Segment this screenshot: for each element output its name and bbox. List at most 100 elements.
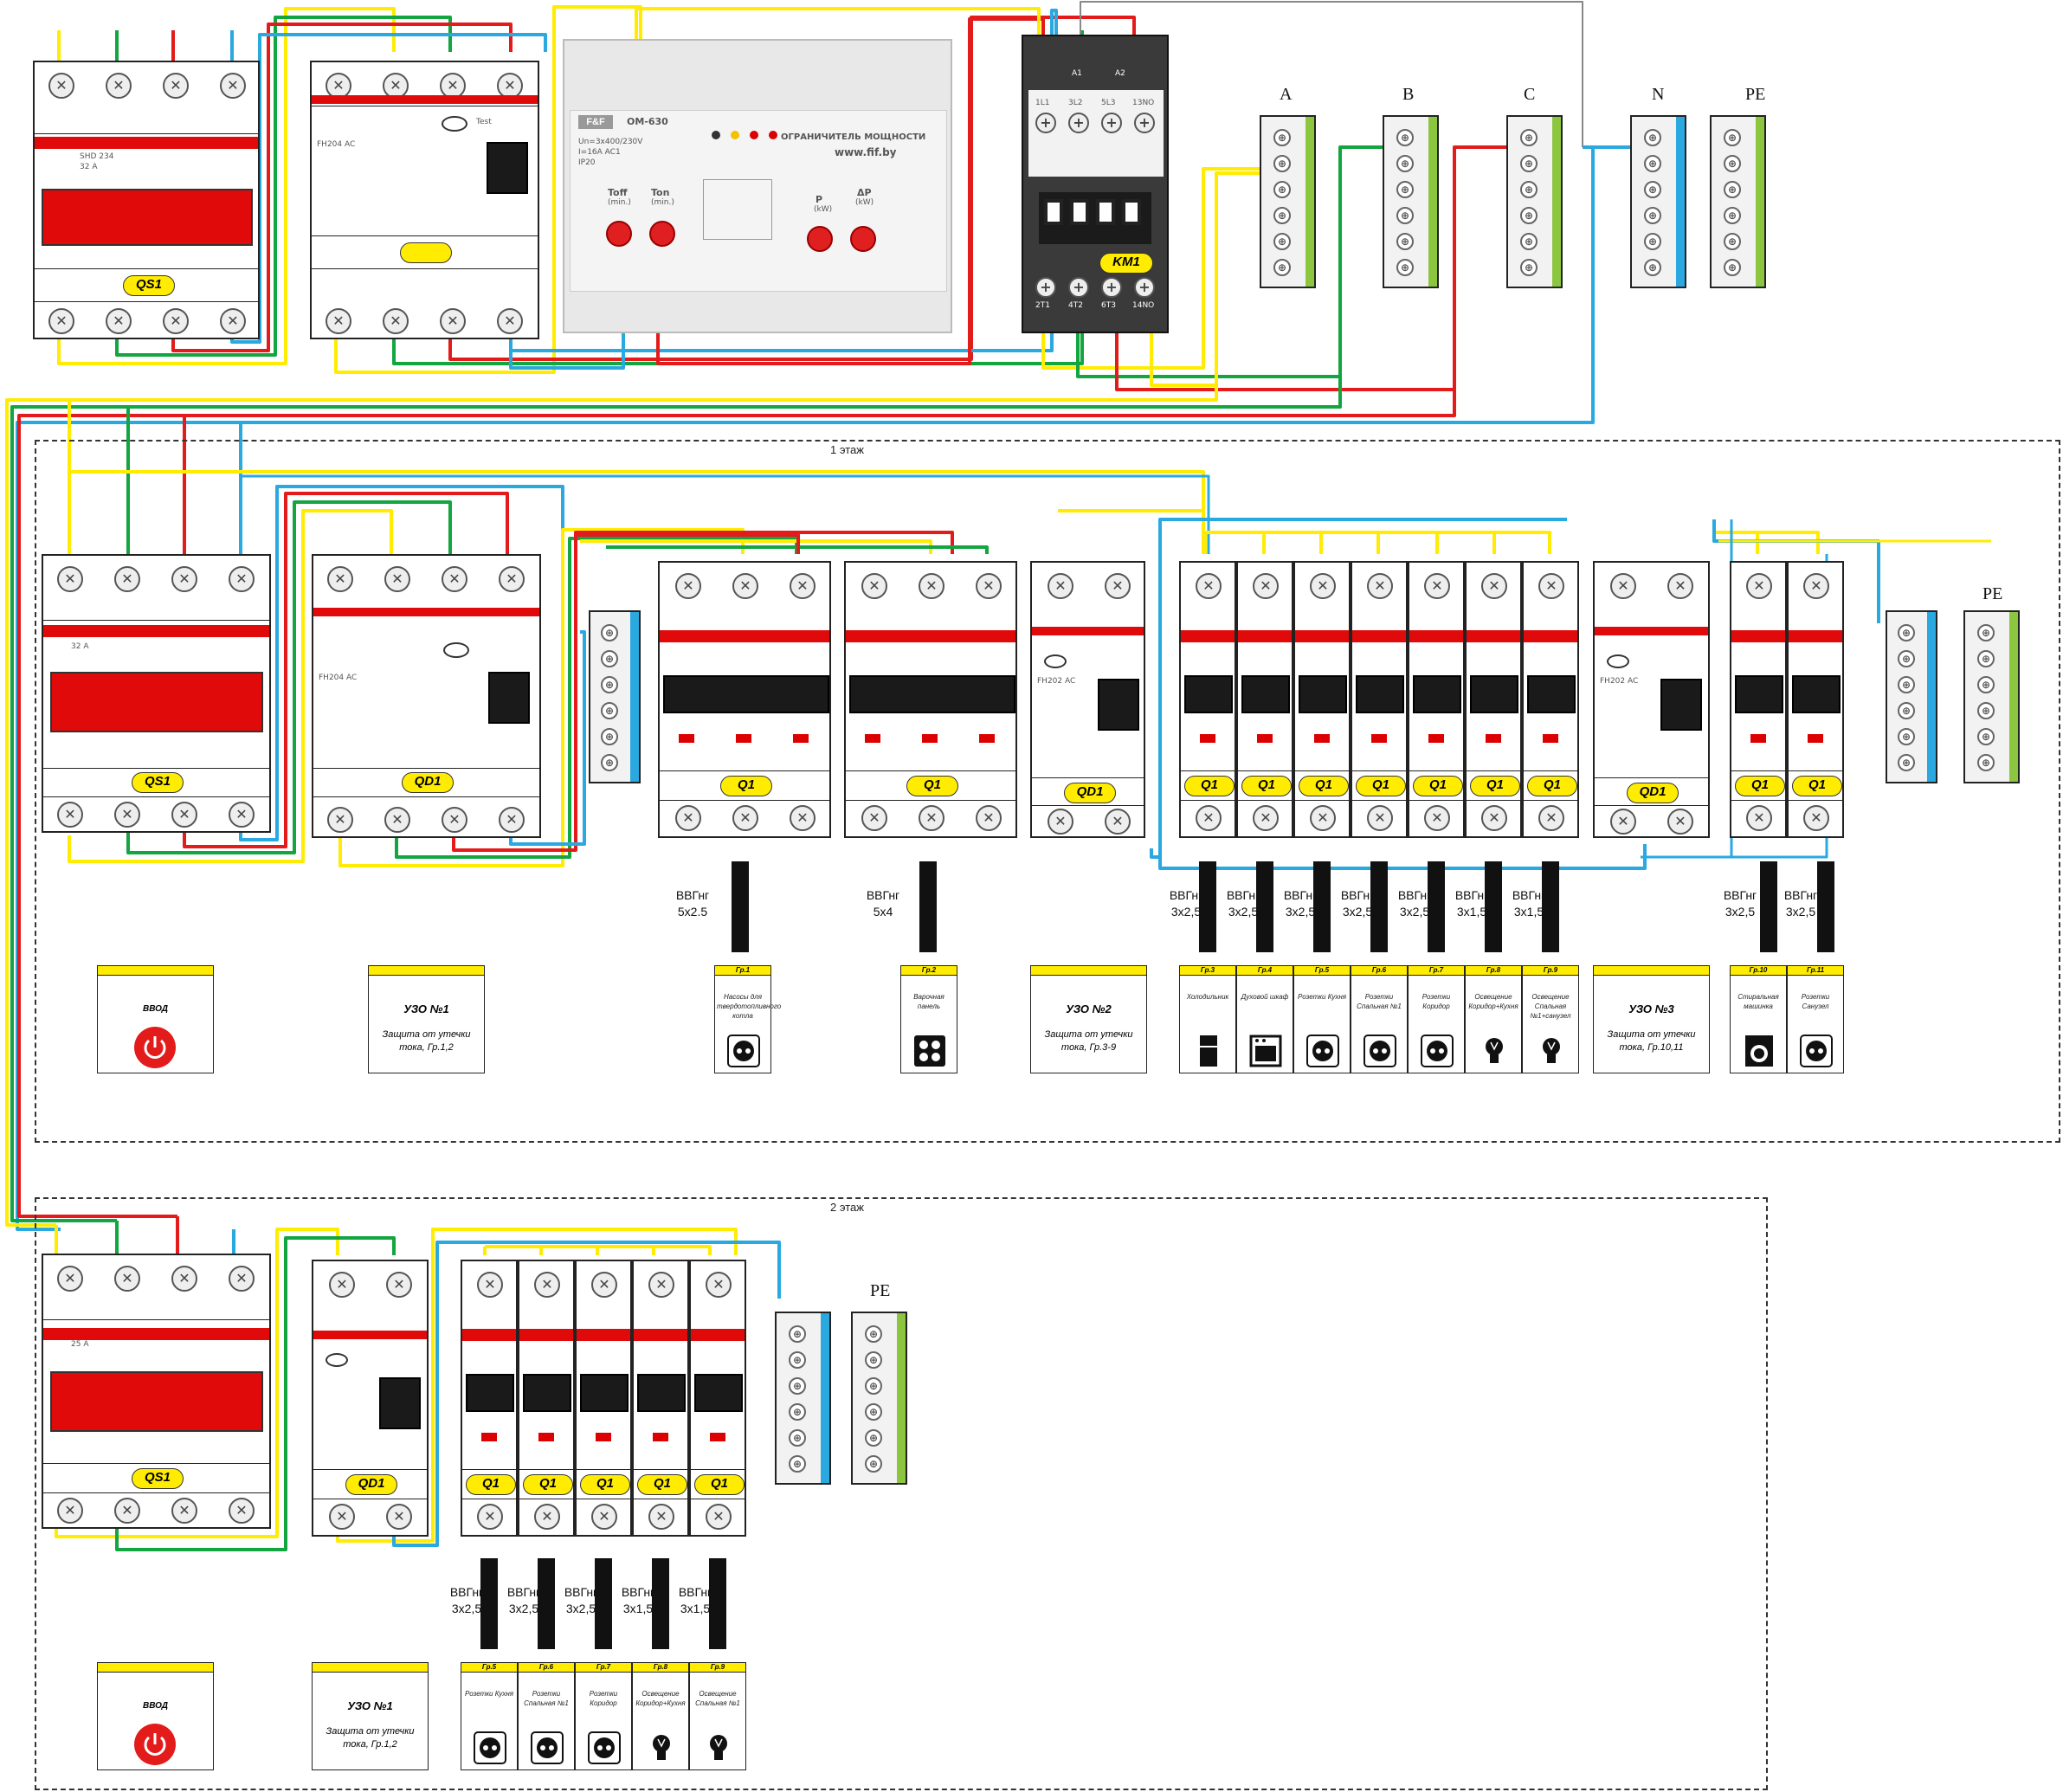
single-pole-breaker[interactable]: ✕ Q1 ✕ xyxy=(1179,561,1236,838)
single-pole-breaker[interactable]: ✕ Q1 ✕ xyxy=(1787,561,1844,838)
floor1-q1-3p-group2[interactable]: ✕ ✕ ✕ Q1 ✕ ✕ ✕ xyxy=(844,561,1017,838)
contactor-km1[interactable]: A1 A2 1L1 3L2 5L3 13NO + + + + KM1 + + +… xyxy=(1022,35,1169,333)
q1-tag: Q1 xyxy=(906,776,958,796)
terminal-screw: ✕ xyxy=(163,73,189,99)
single-pole-breaker[interactable]: ✕ Q1 ✕ xyxy=(518,1260,575,1537)
rcd-handle[interactable] xyxy=(487,142,528,194)
floor2-qs1-switch[interactable]: ✕ ✕ ✕ ✕ 25 A QS1 ✕ ✕ ✕ ✕ xyxy=(42,1254,271,1529)
floor2-qd1-rcd[interactable]: ✕ ✕ QD1 ✕ ✕ xyxy=(312,1260,429,1537)
qd1-tag: QD1 xyxy=(1064,783,1116,803)
rcd-handle[interactable] xyxy=(1098,679,1139,731)
power-limiter-relay[interactable]: F&F OM-630 ОГРАНИЧИТЕЛЬ МОЩНОСТИ www.fif… xyxy=(563,39,952,333)
terminal-screw: ✕ xyxy=(499,566,525,592)
led-icon xyxy=(731,131,739,139)
group-card: Гр.9 Освещение Спальная №1+санузел xyxy=(1522,965,1579,1073)
rcd-handle[interactable] xyxy=(488,672,530,724)
breaker-handle[interactable] xyxy=(466,1374,514,1412)
single-pole-breaker[interactable]: ✕ Q1 ✕ xyxy=(461,1260,518,1537)
floor1-qd1-rcd3[interactable]: ✕ ✕ FH202 AC QD1 ✕ ✕ xyxy=(1593,561,1710,838)
rcd-handle[interactable] xyxy=(379,1377,421,1429)
single-pole-breaker[interactable]: ✕ Q1 ✕ xyxy=(1236,561,1293,838)
contactor-terminal-label: 1L1 xyxy=(1035,99,1050,107)
cable-label: ВВГнг 3x2,5 xyxy=(506,1585,541,1615)
floor1-qd1-rcd2[interactable]: ✕ ✕ FH202 AC QD1 ✕ ✕ xyxy=(1030,561,1145,838)
breaker-handle[interactable] xyxy=(637,1374,686,1412)
test-button-icon[interactable] xyxy=(1044,654,1067,668)
terminal-screw: ✕ xyxy=(648,1272,674,1298)
relay-brand: F&F xyxy=(578,115,613,129)
single-pole-breaker[interactable]: ✕ Q1 ✕ xyxy=(1522,561,1579,838)
rcd-handle[interactable] xyxy=(1660,679,1702,731)
breaker-handle[interactable] xyxy=(580,1374,629,1412)
test-button-icon[interactable] xyxy=(326,1353,348,1367)
breaker-handle[interactable] xyxy=(523,1374,571,1412)
q1-handle[interactable] xyxy=(663,675,829,713)
breaker-handle[interactable] xyxy=(1735,675,1783,713)
floor1-q1-3p-group1[interactable]: ✕ ✕ ✕ Q1 ✕ ✕ ✕ xyxy=(658,561,831,838)
breaker-handle[interactable] xyxy=(1413,675,1461,713)
single-pole-breaker[interactable]: ✕ Q1 ✕ xyxy=(575,1260,632,1537)
knob-p-icon[interactable] xyxy=(807,226,833,252)
floor1-n-bus-right: ⊕⊕ ⊕⊕ ⊕⊕ xyxy=(1886,610,1937,783)
top-rcd[interactable]: ✕ ✕ ✕ ✕ FH204 AC Test ✕ ✕ ✕ ✕ xyxy=(310,61,539,339)
floor1-qs1-switch[interactable]: ✕ ✕ ✕ ✕ 32 A QS1 ✕ ✕ ✕ ✕ xyxy=(42,554,271,833)
floor1-uzo3-card: УЗО №3 Защита от утечки тока, Гр.10,11 xyxy=(1593,965,1710,1073)
breaker-handle[interactable] xyxy=(1356,675,1404,713)
knob-dp-icon[interactable] xyxy=(850,226,876,252)
single-pole-breaker[interactable]: ✕ Q1 ✕ xyxy=(1465,561,1522,838)
terminal-screw: ✕ xyxy=(114,566,140,592)
rcd-model: FH204 AC xyxy=(319,674,358,682)
cable-label: ВВГнг 3x2,5 xyxy=(449,1585,484,1615)
single-pole-breaker[interactable]: ✕ Q1 ✕ xyxy=(1293,561,1351,838)
breaker-handle[interactable] xyxy=(1241,675,1290,713)
qs1-handle[interactable] xyxy=(50,1371,263,1432)
group-card: Гр.7 Розетки Коридор xyxy=(1408,965,1465,1073)
breaker-handle[interactable] xyxy=(1184,675,1233,713)
indicator-icon xyxy=(481,1433,497,1441)
bulb-icon xyxy=(701,1731,736,1765)
terminal-screw: + xyxy=(1134,277,1155,298)
terminal-screw: ✕ xyxy=(675,805,701,831)
top-qs1-switch[interactable]: ✕ ✕ ✕ ✕ SHD 234 32 A QS1 ✕ ✕ ✕ ✕ xyxy=(33,61,260,339)
terminal-screw: ✕ xyxy=(329,1272,355,1298)
terminal-screw: ✕ xyxy=(220,308,246,334)
indicator-icon xyxy=(979,734,995,743)
single-pole-breaker[interactable]: ✕ Q1 ✕ xyxy=(632,1260,689,1537)
group-card: Гр.6 Розетки Спальная №1 xyxy=(1351,965,1408,1073)
indicator-icon xyxy=(596,1433,611,1441)
terminal-screw: ✕ xyxy=(1803,573,1829,599)
knob-unit: (kW) xyxy=(814,205,833,214)
knob-ton-icon[interactable] xyxy=(649,221,675,247)
terminal-screw: + xyxy=(1068,277,1089,298)
qs1-handle[interactable] xyxy=(42,189,253,246)
breaker-handle[interactable] xyxy=(1792,675,1841,713)
terminal-screw: ✕ xyxy=(1424,573,1450,599)
bulb-icon xyxy=(644,1731,679,1765)
indicator-icon xyxy=(710,1433,725,1441)
qs1-handle[interactable] xyxy=(50,672,263,732)
breaker-handle[interactable] xyxy=(694,1374,743,1412)
terminal-screw: ✕ xyxy=(1803,805,1829,831)
terminal-screw: ✕ xyxy=(329,1504,355,1530)
test-button-icon[interactable] xyxy=(442,116,467,132)
breaker-handle[interactable] xyxy=(1470,675,1518,713)
bus-a-label: A xyxy=(1280,85,1293,104)
terminal-screw: ✕ xyxy=(919,805,944,831)
breaker-handle[interactable] xyxy=(1299,675,1347,713)
q1-handle[interactable] xyxy=(849,675,1015,713)
floor1-qd1-rcd[interactable]: ✕ ✕ ✕ ✕ FH204 AC QD1 ✕ ✕ ✕ ✕ xyxy=(312,554,541,838)
top-qs1-tag: QS1 xyxy=(123,275,175,296)
relay-spec: Un=3x400/230V xyxy=(578,138,643,146)
test-button-icon[interactable] xyxy=(443,642,469,658)
floor1-uzo2-card: УЗО №2 Защита от утечки тока, Гр.3-9 xyxy=(1030,965,1147,1073)
single-pole-breaker[interactable]: ✕ Q1 ✕ xyxy=(689,1260,746,1537)
indicator-icon xyxy=(1257,734,1273,743)
breaker-handle[interactable] xyxy=(1527,675,1576,713)
rcd-test-label: Test xyxy=(476,118,492,126)
terminal-screw: + xyxy=(1101,113,1122,133)
test-button-icon[interactable] xyxy=(1607,654,1629,668)
single-pole-breaker[interactable]: ✕ Q1 ✕ xyxy=(1408,561,1465,838)
single-pole-breaker[interactable]: ✕ Q1 ✕ xyxy=(1351,561,1408,838)
single-pole-breaker[interactable]: ✕ Q1 ✕ xyxy=(1730,561,1787,838)
knob-toff-icon[interactable] xyxy=(606,221,632,247)
